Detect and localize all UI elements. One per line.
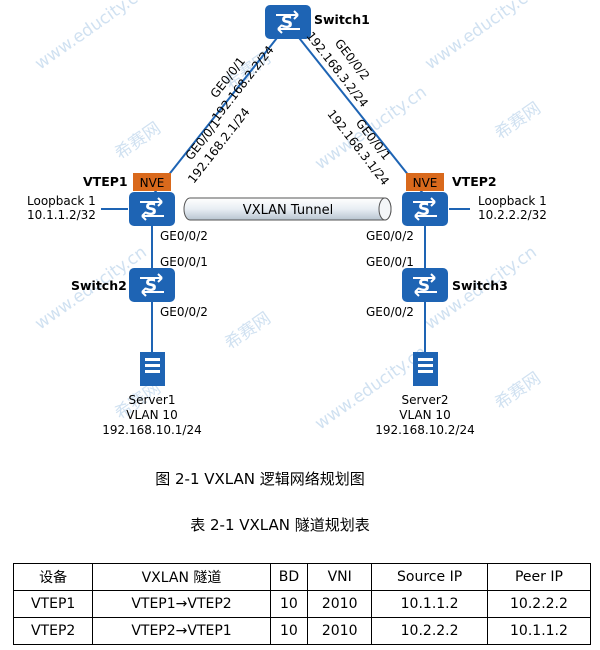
header-peer-ip: Peer IP [486,563,592,591]
vtep2-loopback-ip: 10.2.2.2/32 [478,208,547,222]
cell-device: VTEP1 [12,590,94,618]
server1-name: Server1 [129,393,176,407]
switch1-label: Switch1 [314,12,370,27]
vtep1-nve-badge [133,173,171,191]
watermark-brand: 希赛网 [221,308,275,354]
switch2-down-port-label: GE0/0/2 [160,305,208,319]
server1-icon[interactable] [140,352,165,386]
header-bd: BD [269,563,309,591]
vtep1-down-port-label: GE0/0/2 [160,229,208,243]
table-caption: 表 2-1 VXLAN 隧道规划表 [190,516,370,534]
watermark-brand: 希赛网 [111,118,165,164]
vtep1-loopback-title: Loopback 1 [27,194,96,208]
server1-ip: 192.168.10.1/24 [102,423,201,437]
header-vni: VNI [307,563,373,591]
vtep1-label: VTEP1 [83,174,128,189]
table-header-row: 设备 VXLAN 隧道 BD VNI Source IP Peer IP [12,563,592,591]
vtep2-switch-icon[interactable] [401,191,449,227]
switch3-label: Switch3 [452,278,508,293]
watermark-site: www.educity.cn [421,0,540,74]
vtep2-label: VTEP2 [452,174,497,189]
switch3-up-port-label: GE0/0/1 [366,255,414,269]
vtep1-nve-label: NVE [140,176,165,190]
table-row: VTEP1 VTEP1→VTEP2 10 2010 10.1.1.2 10.2.… [12,590,592,618]
switch2-label: Switch2 [71,278,127,293]
cell-device: VTEP2 [12,617,94,645]
server1-vlan: VLAN 10 [126,408,177,422]
cell-bd: 10 [269,617,309,645]
cell-vni: 2010 [307,617,373,645]
watermark-brand: 希赛网 [491,98,545,144]
cell-tunnel: VTEP2→VTEP1 [92,617,271,645]
cell-source-ip: 10.1.1.2 [371,590,488,618]
vtep2-down-port-label: GE0/0/2 [366,229,414,243]
switch3-down-port-label: GE0/0/2 [366,305,414,319]
vtep2-nve-badge [406,173,444,191]
vtep2-nve-label: NVE [413,176,438,190]
vtep2-loopback-title: Loopback 1 [478,194,547,208]
link-switch1-vtep1 [151,23,289,197]
watermark-site: www.educity.cn [31,0,150,74]
vxlan-tunnel: VXLAN Tunnel [183,197,392,221]
header-tunnel: VXLAN 隧道 [92,563,271,591]
header-source-ip: Source IP [371,563,488,591]
switch1-icon[interactable] [264,4,312,40]
switch2-up-port-label: GE0/0/1 [160,255,208,269]
cell-peer-ip: 10.1.1.2 [486,617,592,645]
server2-vlan: VLAN 10 [399,408,450,422]
vtep1-switch-icon[interactable] [128,191,176,227]
vtep1-loopback-ip: 10.1.1.2/32 [27,208,96,222]
switch2-icon[interactable] [128,267,176,303]
vxlan-tunnel-table: 设备 VXLAN 隧道 BD VNI Source IP Peer IP VTE… [12,563,592,645]
vxlan-topology-diagram: S www.educity.cn希赛网www.educity.cn希赛网www.… [27,0,547,437]
table-row: VTEP2 VTEP2→VTEP1 10 2010 10.2.2.2 10.1.… [12,617,592,645]
switch3-icon[interactable] [401,267,449,303]
watermark-brand: 希赛网 [491,368,545,414]
figure-caption: 图 2-1 VXLAN 逻辑网络规划图 [155,470,365,488]
cell-source-ip: 10.2.2.2 [371,617,488,645]
cell-vni: 2010 [307,590,373,618]
server2-name: Server2 [402,393,449,407]
server2-icon[interactable] [413,352,438,386]
server2-ip: 192.168.10.2/24 [375,423,474,437]
header-device: 设备 [12,563,94,591]
link-switch1-vtep2 [287,23,426,197]
tunnel-label: VXLAN Tunnel [243,203,333,218]
cell-tunnel: VTEP1→VTEP2 [92,590,271,618]
cell-bd: 10 [269,590,309,618]
cell-peer-ip: 10.2.2.2 [486,590,592,618]
